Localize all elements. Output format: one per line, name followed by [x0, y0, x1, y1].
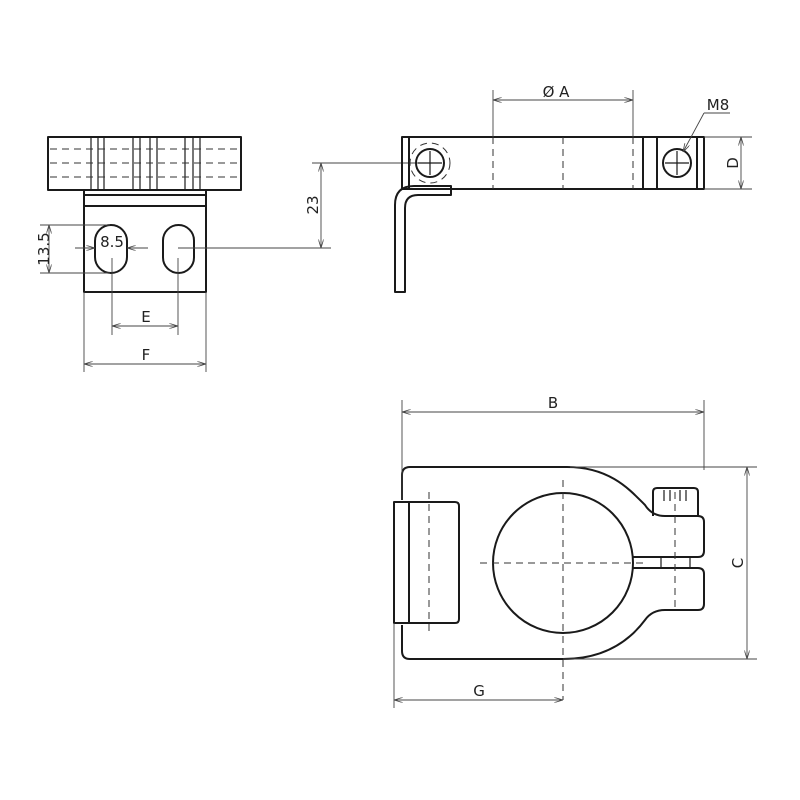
- mounting-plate: [83, 189, 207, 293]
- knob-grooves: [90, 137, 201, 190]
- dim-g-label: G: [473, 682, 485, 700]
- dim-thread-label: M8: [707, 96, 730, 114]
- l-bracket: [394, 185, 452, 293]
- pivot-hole: [415, 148, 445, 178]
- top-view: B C G: [393, 394, 757, 708]
- knob-top: [393, 501, 460, 624]
- dim-e-label: E: [141, 308, 150, 326]
- dim-slot-width-label: 8.5: [100, 233, 124, 251]
- dim-bore-label: Ø A: [543, 83, 571, 101]
- clamp-body-upper: [401, 466, 705, 558]
- screw-head: [652, 487, 699, 516]
- m8-thread-hole: [662, 148, 692, 178]
- bore-hidden-lines: [409, 137, 634, 189]
- front-dimension-lines: [40, 162, 430, 372]
- slot-right: [162, 224, 195, 274]
- dim-d-label: D: [724, 157, 742, 169]
- dim-b-label: B: [548, 394, 558, 412]
- dim-c-label: C: [729, 558, 747, 568]
- top-center-lines: [428, 480, 676, 700]
- side-view: Ø A M8 D: [394, 83, 752, 293]
- top-dimension-lines: [393, 400, 757, 708]
- clamp-body-side: [401, 136, 705, 190]
- knob-hidden-lines: [50, 148, 240, 178]
- clamp-body-lower: [401, 567, 705, 660]
- dim-f-label: F: [142, 346, 151, 364]
- front-view: 13.5 8.5 E F 23: [35, 136, 430, 372]
- dim-23-label: 23: [304, 195, 322, 214]
- dim-slot-height-label: 13.5: [35, 232, 53, 265]
- side-dimension-lines: [492, 90, 752, 190]
